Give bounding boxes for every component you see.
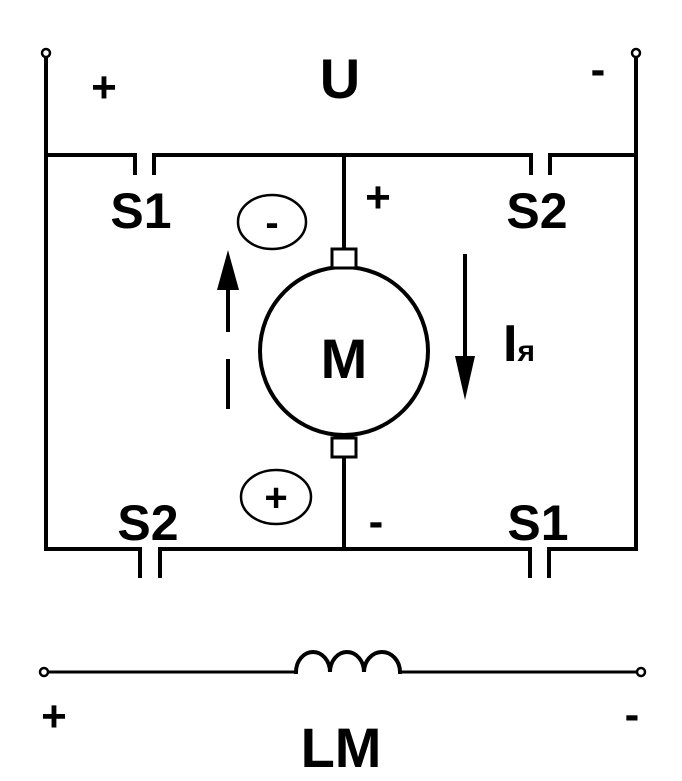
switch-label-top-left: S1	[110, 183, 171, 239]
motor-top-polarity: +	[365, 173, 391, 222]
switch-label-bottom-left: S2	[117, 495, 178, 551]
motor-label: M	[321, 327, 368, 390]
bottom-bus-middle-segment	[158, 547, 532, 578]
field-winding-label: LM	[301, 716, 382, 779]
circled-minus-text: -	[265, 201, 278, 245]
circled-plus: +	[239, 468, 313, 526]
circled-plus-text: +	[264, 476, 287, 520]
field-winding: + - LM	[38, 650, 647, 779]
supply-label: U	[320, 47, 360, 110]
motor-bottom-brush	[330, 436, 358, 459]
field-plus-label: +	[41, 692, 67, 741]
bottom-bus-left-segment	[44, 547, 142, 578]
motor-bottom-polarity: -	[369, 497, 384, 546]
left-terminal	[40, 47, 52, 59]
armature-current-label: Iя	[503, 315, 535, 373]
bottom-bus	[44, 455, 638, 578]
circled-minus: -	[236, 193, 308, 251]
circled-plus-ring	[239, 468, 313, 526]
current-arrow-head	[455, 356, 475, 400]
reverse-direction-arrow	[217, 250, 239, 409]
supply-rails	[40, 47, 642, 551]
supply-minus-label: -	[591, 45, 606, 94]
top-bus	[44, 153, 638, 251]
motor: M	[258, 247, 430, 459]
top-bus-left-segment	[44, 153, 137, 175]
switch-label-bottom-right: S1	[507, 495, 568, 551]
reverse-arrow-head	[217, 250, 239, 290]
motor-top-brush	[330, 247, 358, 270]
right-terminal	[630, 47, 642, 59]
switch-label-top-right: S2	[506, 183, 567, 239]
field-coil	[293, 650, 403, 675]
field-minus-label: -	[625, 690, 640, 739]
field-left-terminal	[38, 666, 50, 678]
circled-minus-ring	[236, 193, 308, 251]
field-right-terminal	[635, 666, 647, 678]
supply-plus-label: +	[91, 63, 117, 112]
bottom-bus-right-segment	[547, 547, 638, 578]
top-bus-right-segment	[548, 153, 638, 175]
armature-current-arrow	[455, 254, 475, 400]
